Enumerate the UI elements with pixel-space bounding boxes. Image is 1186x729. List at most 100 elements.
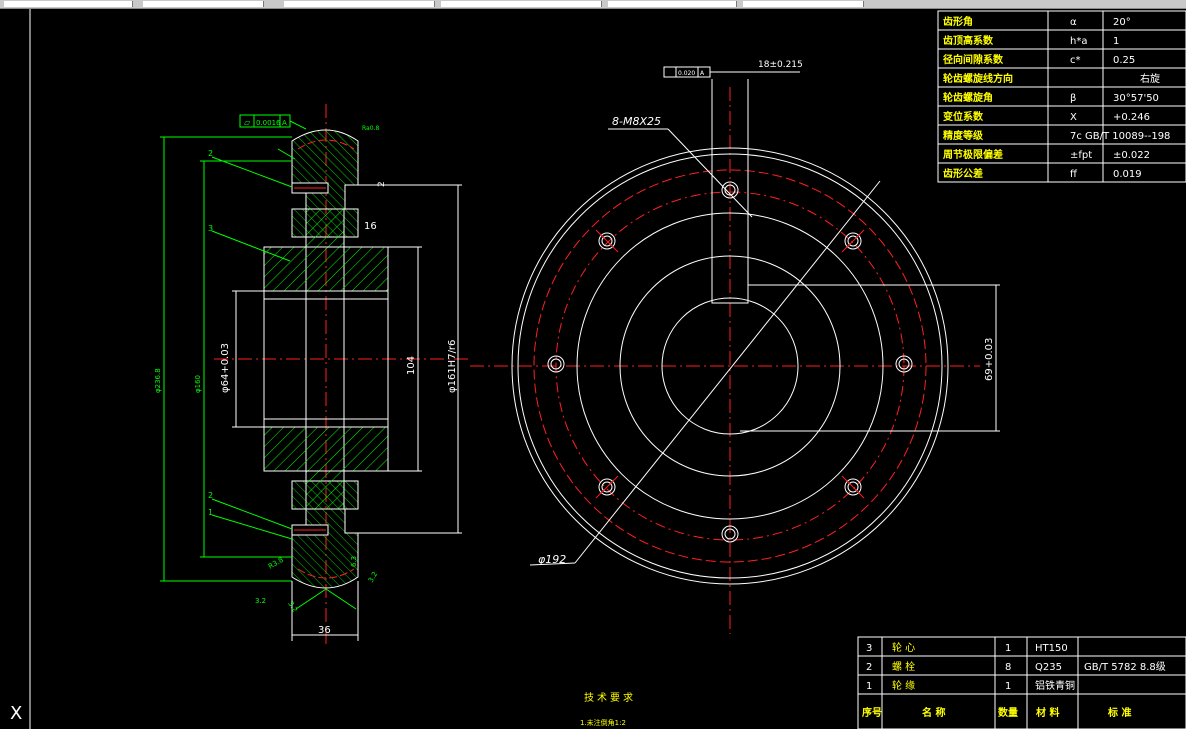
param-row: 变位系数 X +0.246: [943, 110, 1150, 123]
param-symbol: α: [1070, 17, 1077, 28]
bolt-circle: [555, 191, 905, 541]
cad-toolbar: [0, 0, 1186, 9]
param-symbol: β: [1070, 93, 1076, 104]
param-value: 0.019: [1113, 169, 1142, 180]
side-dim-16: 16: [364, 221, 377, 232]
lineweight-dropdown[interactable]: [608, 1, 737, 7]
param-name: 轮齿螺旋线方向: [943, 72, 1013, 85]
side-label-2b: 2: [208, 491, 213, 500]
pitch-circle: [533, 169, 927, 563]
bolt-holes: [547, 181, 913, 543]
hub-bottom: [263, 426, 389, 472]
parts-cell: 3: [866, 643, 872, 654]
side-dim-104: 104: [406, 356, 417, 375]
parts-header: 序号 名 称 数量 材 料 标 准: [862, 706, 1131, 719]
param-symbol: X: [1070, 112, 1077, 123]
param-value: 20°: [1113, 17, 1131, 28]
side-dim-bore: φ64+0.03: [220, 343, 231, 393]
flatness-icon: ⏥: [244, 118, 251, 127]
param-row: 轮齿螺旋角 β 30°57'50: [943, 91, 1159, 104]
param-value: ±0.022: [1113, 150, 1150, 161]
side-dim-r: R3.8: [267, 556, 285, 571]
param-row: 轮齿螺旋线方向 右旋: [943, 72, 1160, 85]
param-symbol: h*a: [1070, 36, 1087, 47]
hub-top: [263, 246, 389, 292]
param-name: 周节极限偏差: [943, 148, 1003, 161]
param-name: 齿顶高系数: [943, 34, 994, 47]
tech-title: 技术要求: [584, 691, 636, 704]
side-label-1b: 1: [208, 508, 213, 517]
hub-circle: [619, 255, 841, 477]
layer-tools[interactable]: [143, 1, 264, 7]
ucs-icon: X: [10, 703, 22, 724]
side-section-view: 0.0016 A ⏥ Ra0.8 2 3 2 1 16 2 104 φ64+0.…: [154, 104, 470, 644]
diameter-leader: [574, 180, 881, 564]
side-label-2: 2: [208, 149, 213, 158]
side-rough-top: Ra0.8: [362, 125, 379, 132]
param-name: 齿形公差: [943, 167, 983, 180]
parts-cell: 轮 心: [892, 641, 915, 654]
side-rough-a: 3.2: [255, 597, 266, 605]
side-dim-2: 2: [377, 181, 387, 187]
parts-row: 1 轮 缘 1 铝铁青铜: [866, 679, 1075, 692]
param-row: 齿顶高系数 h*a 1: [943, 34, 1119, 47]
side-dim-tip: φ236.8: [154, 368, 162, 393]
front-bolt-note: 8-M8X25: [612, 115, 661, 128]
parts-header-cell: 数量: [998, 706, 1018, 719]
layer-dropdown[interactable]: [4, 1, 133, 7]
param-symbol: c*: [1070, 55, 1081, 66]
parts-cell: 轮 缘: [892, 679, 915, 692]
side-rough-c: 3.2: [367, 570, 379, 584]
param-row: 齿形公差 ff 0.019: [943, 167, 1142, 180]
bore: [263, 290, 389, 428]
linetype-dropdown[interactable]: [441, 1, 602, 7]
side-datum: A: [282, 119, 287, 127]
param-name: 径向间隙系数: [943, 53, 1004, 66]
param-row: 周节极限偏差 ±fpt ±0.022: [943, 148, 1150, 161]
drawing-canvas[interactable]: 0.0016 A ⏥ Ra0.8 2 3 2 1 16 2 104 φ64+0.…: [0, 9, 1186, 729]
parts-header-cell: 材 料: [1036, 706, 1059, 719]
front-dim-192: φ192: [538, 553, 566, 566]
parts-header-cell: 名 称: [922, 706, 945, 719]
side-dim-36: 36: [318, 625, 331, 636]
parts-cell: 2: [866, 662, 872, 673]
parts-header-cell: 标 准: [1107, 706, 1131, 719]
param-row: 齿形角 α 20°: [943, 15, 1131, 28]
side-rough-b: 3.2: [286, 600, 298, 614]
parts-header-cell: 序号: [862, 706, 882, 719]
parts-cell: 1: [1005, 681, 1011, 692]
color-dropdown[interactable]: [284, 1, 435, 7]
front-key-datum: A: [700, 70, 705, 77]
front-key-width: 18±0.215: [758, 60, 803, 70]
param-value: 1: [1113, 36, 1119, 47]
param-name: 轮齿螺旋角: [943, 91, 993, 104]
parts-cell: Q235: [1035, 662, 1062, 673]
parts-cell: 8: [1005, 662, 1011, 673]
side-label-3: 3: [208, 224, 213, 233]
param-symbol: ff: [1070, 169, 1078, 180]
parts-cell: HT150: [1035, 643, 1068, 654]
side-dim-root: φ160: [194, 375, 202, 393]
param-value: +0.246: [1113, 112, 1150, 123]
bore-circle: [661, 297, 799, 435]
tech-note: 1.未注倒角1:2: [580, 718, 626, 727]
side-flatness-tol: 0.0016: [256, 119, 281, 127]
param-name: 变位系数: [943, 110, 984, 123]
param-name: 齿形角: [943, 15, 973, 28]
param-value: 0.25: [1113, 55, 1135, 66]
plotstyle-dropdown[interactable]: [743, 1, 864, 7]
param-value: 30°57'50: [1113, 93, 1159, 104]
param-value: 7c GB/T 10089--198: [1070, 131, 1170, 142]
outer-circle: [511, 147, 949, 585]
parts-cell: 铝铁青铜: [1035, 679, 1075, 692]
parts-cell: 1: [866, 681, 872, 692]
param-symbol: ±fpt: [1070, 150, 1092, 161]
front-dim-69: 69+0.03: [984, 338, 995, 381]
front-view: 0.020 A 8-M8X25 18±0.215 69+0.03 φ192: [470, 60, 1000, 634]
param-value: 右旋: [1140, 72, 1160, 85]
